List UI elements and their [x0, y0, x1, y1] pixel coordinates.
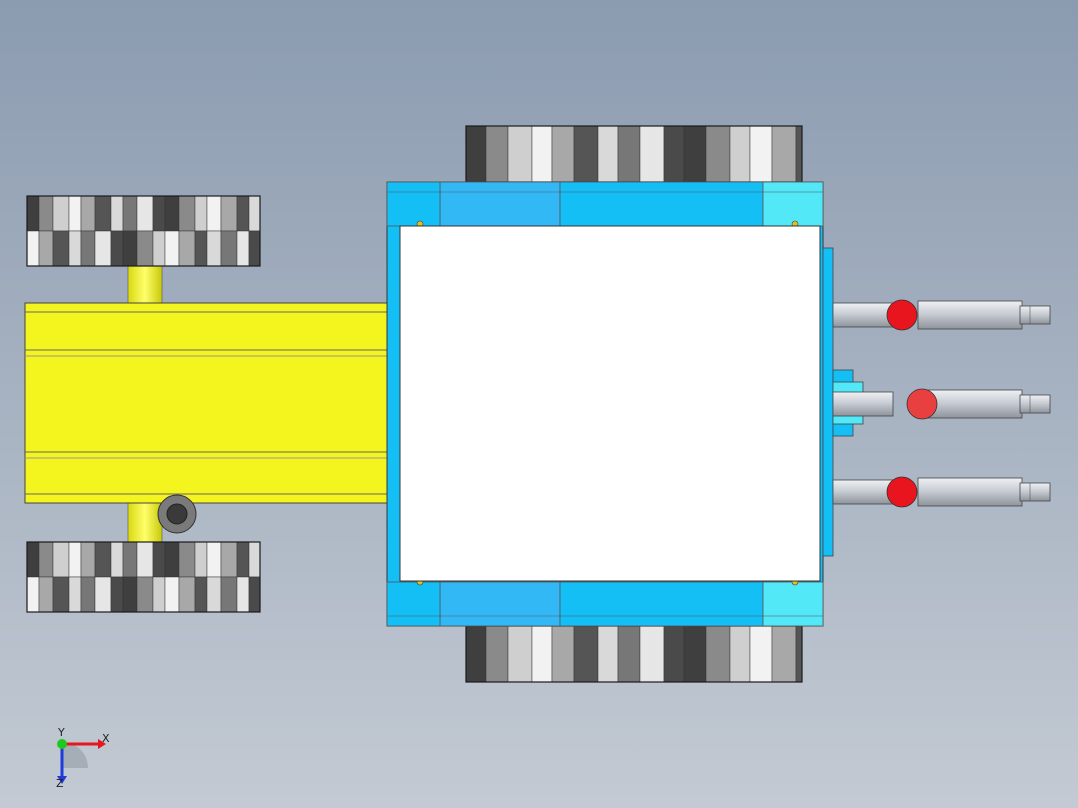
cylinder-icon[interactable]	[832, 299, 1051, 331]
valve-knob-icon[interactable]	[886, 476, 918, 508]
y-axis-label: Y	[57, 728, 65, 739]
y-axis-dot	[57, 739, 67, 749]
arm-beam[interactable]	[24, 302, 404, 504]
valve-knob-icon[interactable]	[906, 388, 938, 420]
wheel-icon[interactable]	[26, 195, 261, 267]
axle-shaft-bottom[interactable]	[127, 499, 163, 547]
valve-knob-icon[interactable]	[886, 299, 918, 331]
z-axis-arrowhead	[57, 776, 67, 784]
cylinder-icon[interactable]	[832, 388, 1051, 420]
x-axis-arrowhead	[98, 739, 106, 749]
x-axis-label: X	[102, 732, 110, 745]
triad-quadrant	[62, 742, 88, 768]
axis-triad: X Y Z	[56, 728, 110, 788]
z-axis-label: Z	[56, 777, 64, 788]
wheel-icon[interactable]	[26, 541, 261, 613]
axle-shaft-top[interactable]	[127, 261, 163, 309]
wheel-icon[interactable]	[465, 125, 803, 183]
pivot-bolt[interactable]	[157, 494, 197, 534]
wheel-icon[interactable]	[465, 625, 803, 683]
cylinder-icon[interactable]	[832, 476, 1051, 508]
top-plate[interactable]	[399, 225, 821, 582]
